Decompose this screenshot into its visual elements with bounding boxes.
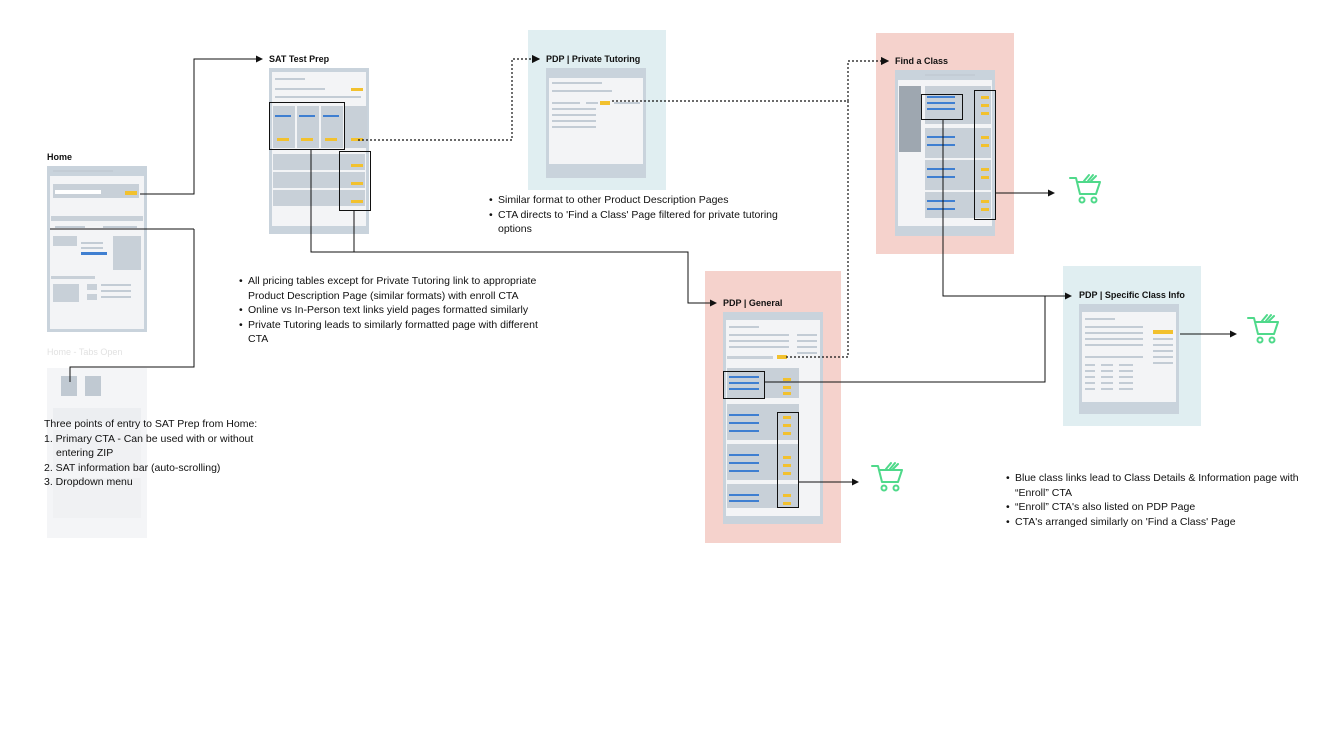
- pdp-private-wireframe: [546, 68, 646, 178]
- note-item: “Enroll” CTA's also listed on PDP Page: [1006, 500, 1316, 515]
- note-item: 3. Dropdown menu: [44, 476, 133, 488]
- pdp-general-wireframe: [723, 312, 823, 524]
- find-class-title: Find a Class: [895, 56, 949, 66]
- note-item: All pricing tables except for Private Tu…: [239, 274, 539, 303]
- home-notes: Three points of entry to SAT Prep from H…: [44, 417, 294, 490]
- note-item: Private Tutoring leads to similarly form…: [239, 318, 539, 347]
- pdp-general-cta-highlight: [777, 412, 799, 508]
- cart-icon: [871, 462, 903, 492]
- sat-title: SAT Test Prep: [269, 54, 330, 64]
- pdp-specific-wireframe: [1079, 304, 1179, 414]
- pdp-private-title: PDP | Private Tutoring: [546, 54, 641, 64]
- note-item: 2. SAT information bar (auto-scrolling): [44, 461, 221, 474]
- note-item: CTA directs to 'Find a Class' Page filte…: [489, 208, 789, 237]
- sat-pricing-highlight: [269, 102, 345, 150]
- home-tabs-wireframe: [47, 368, 147, 538]
- sat-notes: All pricing tables except for Private Tu…: [239, 274, 539, 347]
- note-item: Blue class links lead to Class Details &…: [1006, 471, 1316, 500]
- pdp-specific-title: PDP | Specific Class Info: [1079, 290, 1185, 300]
- note-item: Online vs In-Person text links yield pag…: [239, 303, 539, 318]
- find-class-cta-highlight: [974, 90, 996, 220]
- home-title: Home: [47, 152, 73, 162]
- home-tabs-title: Home - Tabs Open: [47, 347, 123, 357]
- find-class-wireframe: [895, 70, 995, 236]
- pdp-general-title: PDP | General: [723, 298, 783, 308]
- note-item: 1. Primary CTA - Can be used with or wit…: [44, 432, 254, 460]
- find-class-link-highlight: [921, 94, 963, 120]
- pdp-general-link-highlight: [723, 371, 765, 399]
- home-notes-intro: Three points of entry to SAT Prep from H…: [44, 418, 258, 430]
- note-item: Similar format to other Product Descript…: [489, 193, 789, 208]
- class-notes: Blue class links lead to Class Details &…: [1006, 471, 1316, 529]
- cart-icon: [1247, 314, 1279, 344]
- sat-list-highlight: [339, 151, 371, 211]
- note-item: CTA's arranged similarly on 'Find a Clas…: [1006, 515, 1316, 530]
- home-wireframe: [47, 166, 147, 332]
- cart-icon: [1069, 174, 1101, 204]
- private-tutoring-notes: Similar format to other Product Descript…: [489, 193, 789, 237]
